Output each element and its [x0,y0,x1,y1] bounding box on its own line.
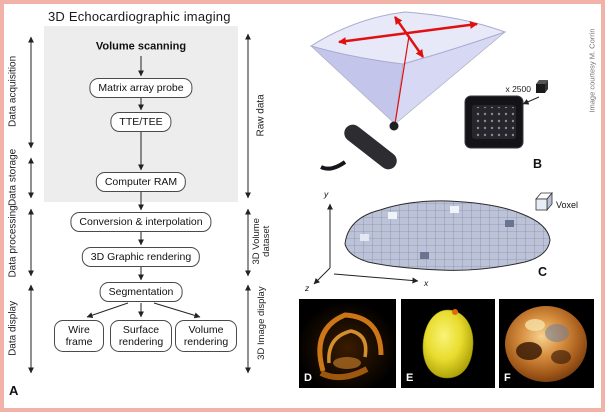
panel-label-f: F [504,372,511,384]
node-conversion-interpolation: Conversion & interpolation [70,211,212,233]
panel-label-d: D [304,372,312,384]
stage-label-3d-image-display: 3D Image display [255,286,267,360]
panel-f-image: F [499,299,594,388]
node-3d-graphic-rendering: 3D Graphic rendering [81,246,201,268]
surface-rendering-blob [401,299,495,388]
figure-title: 3D Echocardiographic imaging [48,9,231,24]
stage-label-3d-volume-dataset: 3D Volume dataset [250,218,272,265]
node-volume-scanning: Volume scanning [95,40,187,53]
stage-label-data-display: Data display [7,300,19,356]
wire-frame-echo-rendering [299,299,396,388]
volume-rendering-heart [499,299,594,388]
panel-e-image: E [401,299,495,388]
panel-label-e: E [406,372,414,384]
node-volume-rendering: Volume rendering [175,319,237,353]
node-surface-rendering: Surface rendering [110,319,172,353]
node-matrix-array-probe: Matrix array probe [89,77,193,99]
image-credit: Image courtesy M. Corrin [587,28,597,113]
stage-label-raw-data: Raw data [255,94,267,137]
panel-d-image: D [299,299,396,388]
panel-label-a: A [9,383,19,398]
node-computer-ram: Computer RAM [95,171,187,193]
node-segmentation: Segmentation [99,281,183,303]
node-tte-tee: TTE/TEE [110,111,172,133]
node-wire-frame: Wire frame [54,319,104,353]
